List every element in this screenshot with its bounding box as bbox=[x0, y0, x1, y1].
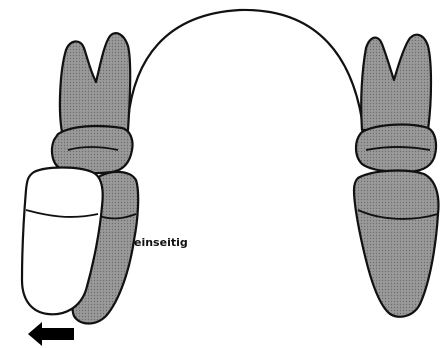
left-arrow-icon bbox=[28, 322, 74, 346]
left-lower-molar bbox=[52, 126, 133, 173]
left-upper-molar bbox=[60, 33, 130, 132]
right-lower-molar bbox=[356, 125, 436, 172]
einseitig-label: einseitig bbox=[134, 236, 188, 249]
right-lateral-segment bbox=[354, 171, 438, 317]
arch-wire bbox=[128, 10, 362, 120]
right-upper-molar bbox=[361, 35, 431, 130]
